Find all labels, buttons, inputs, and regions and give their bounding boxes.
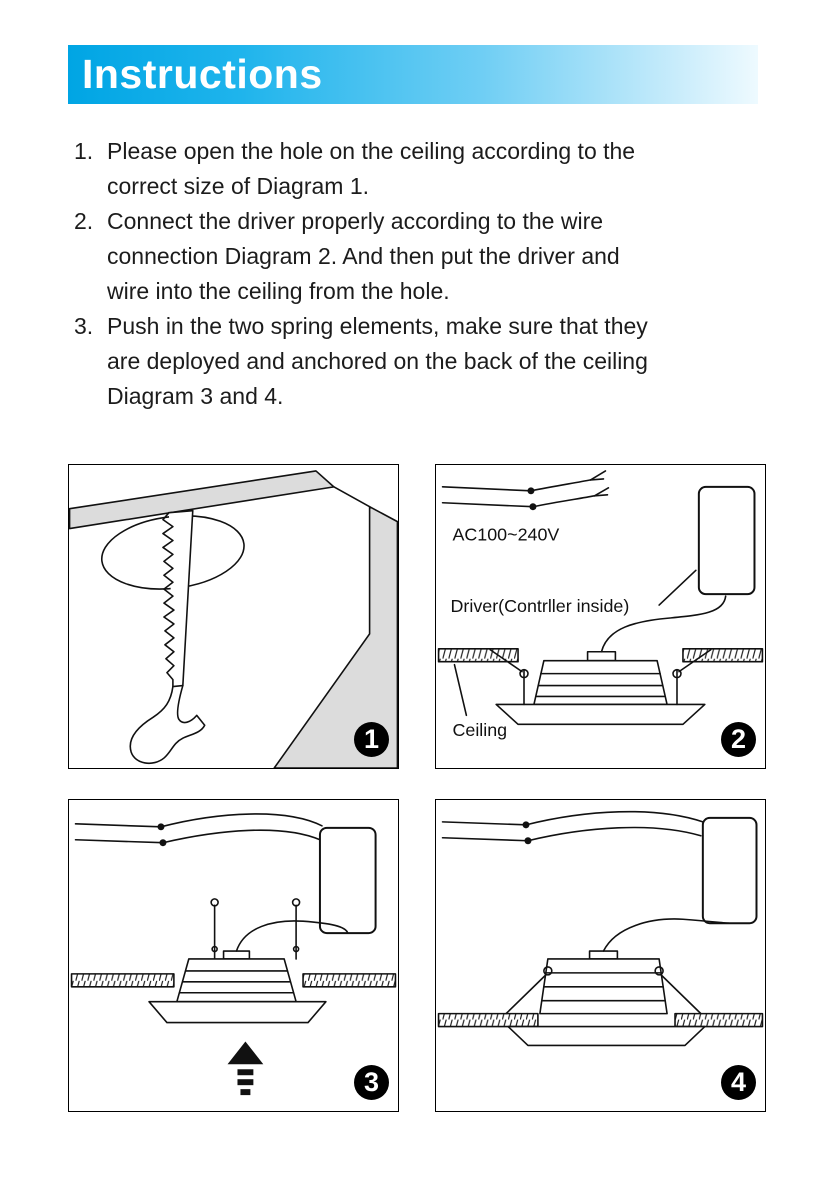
driver-box [318, 826, 377, 935]
label-driver: Driver(Contrller inside) [450, 596, 629, 616]
push-up-arrow-icon [227, 1041, 264, 1096]
fixture-trim-ring [507, 1025, 706, 1047]
diagram-1-art [69, 470, 398, 768]
ac-supply-wires-icon [441, 470, 610, 511]
downlight-fixture [489, 595, 727, 726]
fixture-body [533, 659, 668, 706]
diagram-2-art: AC100~240V Driver(Contrller inside) Ceil… [437, 470, 764, 740]
step-2-text: Connect the driver properly according to… [107, 208, 620, 304]
diagram-4-badge: 4 [721, 1065, 756, 1100]
diagram-3-badge: 3 [354, 1065, 389, 1100]
downlight-fixture [505, 918, 730, 1047]
page-title: Instructions [82, 51, 323, 97]
ceiling-band [70, 973, 397, 988]
fixture-trim-ring [495, 703, 706, 726]
step-3: 3. Push in the two spring elements, make… [74, 309, 684, 414]
driver-box [701, 816, 758, 925]
instruction-steps: 1. Please open the hole on the ceiling a… [74, 134, 684, 414]
ceiling-corner-face [273, 505, 398, 768]
fixture-trim-ring [148, 1000, 327, 1024]
fixture-cable [602, 918, 730, 952]
fixture-body [176, 958, 297, 1003]
saw-icon [129, 509, 206, 765]
diagram-3-art [70, 813, 397, 1096]
step-1-text: Please open the hole on the ceiling acco… [107, 138, 636, 199]
ceiling-pointer-line [453, 663, 468, 717]
step-3-text: Push in the two spring elements, make su… [107, 313, 648, 409]
step-2: 2. Connect the driver properly according… [74, 204, 684, 309]
ac-supply-wires-icon [74, 813, 323, 847]
header-banner: Instructions [68, 45, 758, 104]
fixture-connector [222, 950, 251, 960]
fixture-connector [586, 650, 617, 662]
downlight-fixture [148, 920, 349, 1024]
diagram-4-anchored: 4 [435, 799, 766, 1112]
spring-pin-left-icon [210, 898, 219, 960]
fixture-cable [600, 595, 727, 653]
diagram-1-cut-hole: 1 [68, 464, 399, 769]
diagram-3-push-in: 3 [68, 799, 399, 1112]
fixture-connector [588, 950, 619, 960]
driver-box [697, 485, 756, 596]
ceiling-band [437, 1012, 764, 1028]
spring-pin-right-icon [291, 898, 301, 960]
step-1: 1. Please open the hole on the ceiling a… [74, 134, 684, 204]
label-ac-voltage: AC100~240V [452, 525, 559, 545]
diagram-4-art [437, 810, 764, 1047]
spring-clip-right-icon [672, 648, 712, 706]
step-3-number: 3. [74, 313, 94, 339]
ac-supply-wires-icon [441, 810, 704, 845]
driver-pointer-line [658, 569, 697, 606]
spring-clip-left-icon [489, 648, 529, 706]
label-ceiling: Ceiling [452, 720, 507, 740]
spring-arm-right-icon [654, 966, 702, 1015]
fixture-cable [235, 920, 349, 952]
step-2-number: 2. [74, 208, 94, 234]
diagram-2-badge: 2 [721, 722, 756, 757]
step-1-number: 1. [74, 138, 94, 164]
ceiling-band [437, 647, 764, 663]
spring-arm-left-icon [505, 966, 553, 1015]
diagram-1-badge: 1 [354, 722, 389, 757]
saw-handle [129, 684, 206, 765]
diagram-2-wiring: AC100~240V Driver(Contrller inside) Ceil… [435, 464, 766, 769]
